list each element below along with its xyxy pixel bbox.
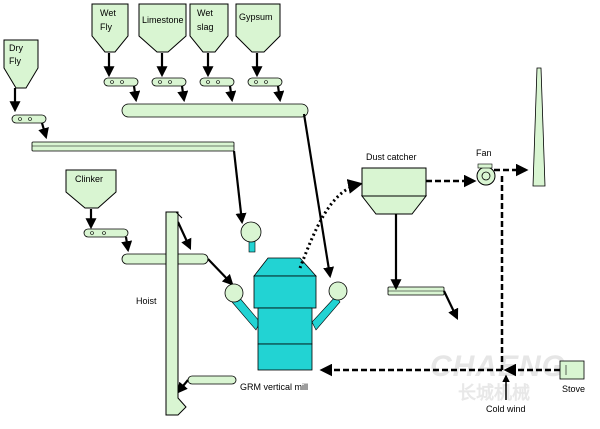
svg-text:Dry: Dry — [9, 43, 23, 53]
svg-text:CHAENG: CHAENG — [430, 350, 566, 383]
svg-text:Fly: Fly — [100, 22, 112, 32]
cold-wind-label: Cold wind — [486, 404, 526, 414]
stove: Stove — [559, 360, 585, 394]
feeder-discharge-arrows — [38, 85, 285, 253]
svg-text:Clinker: Clinker — [75, 174, 103, 184]
svg-text:Wet: Wet — [197, 8, 213, 18]
svg-text:Limestone: Limestone — [142, 15, 184, 25]
svg-text:Stove: Stove — [562, 384, 585, 394]
svg-text:Fly: Fly — [9, 56, 21, 66]
svg-text:GRM vertical mill: GRM vertical mill — [240, 382, 308, 392]
chaeng-watermark: CHAENG 长城机械 — [430, 350, 566, 404]
limestone-hopper: Limestone — [138, 3, 187, 53]
svg-text:Fan: Fan — [476, 148, 492, 158]
gypsum-hopper: Gypsum — [235, 3, 281, 53]
wet-fly-hopper: Wet Fly — [91, 3, 129, 53]
dry-fly-hopper: Dry Fly — [3, 39, 39, 89]
svg-text:slag: slag — [197, 22, 214, 32]
weigh-feeders — [11, 77, 283, 238]
mill-outlet-duct — [298, 179, 363, 269]
svg-text:Dust catcher: Dust catcher — [366, 152, 417, 162]
svg-text:长城机械: 长城机械 — [458, 382, 530, 404]
svg-text:Hoist: Hoist — [136, 296, 157, 306]
grm-vertical-mill: GRM vertical mill — [224, 221, 348, 392]
fan: Fan — [476, 148, 496, 186]
clinker-hopper: Clinker — [65, 169, 117, 209]
hoist: Hoist — [136, 211, 187, 416]
svg-text:Gypsum: Gypsum — [239, 12, 273, 22]
dust-catcher: Dust catcher — [360, 152, 428, 215]
gas-ducting — [319, 163, 560, 377]
belt-conveyors — [31, 103, 445, 385]
hopper-discharge-arrows — [9, 53, 263, 230]
svg-text:Wet: Wet — [100, 8, 116, 18]
chimney — [532, 67, 546, 187]
material-flow-lines — [176, 113, 459, 394]
wet-slag-hopper: Wet slag — [189, 3, 229, 53]
